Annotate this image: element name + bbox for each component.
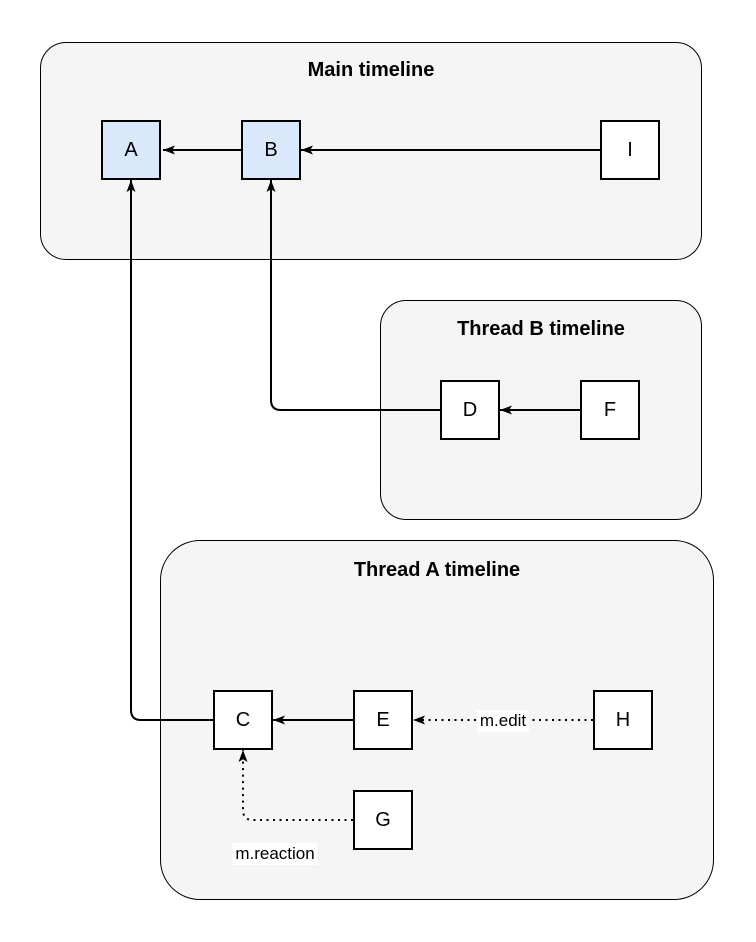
edge-label-m-edit: m.edit: [476, 710, 530, 732]
event-node-f-label: F: [603, 398, 617, 421]
event-node-c: C: [213, 690, 273, 750]
event-node-c-label: C: [235, 708, 251, 731]
event-node-e-label: E: [376, 708, 390, 731]
event-node-b: B: [241, 120, 301, 180]
main-timeline-title: Main timeline: [307, 59, 435, 81]
event-node-a: A: [101, 120, 161, 180]
thread-a-timeline-title: Thread A timeline: [353, 559, 521, 581]
event-node-g: G: [353, 790, 413, 850]
event-node-d-label: D: [462, 398, 478, 421]
event-node-e: E: [353, 690, 413, 750]
thread-b-timeline-box: Thread B timeline: [380, 300, 702, 520]
thread-b-timeline-title: Thread B timeline: [457, 318, 625, 340]
event-node-f: F: [580, 380, 640, 440]
event-node-b-label: B: [264, 138, 278, 161]
event-node-h-label: H: [615, 708, 631, 731]
event-node-i: I: [600, 120, 660, 180]
event-node-g-label: G: [375, 808, 391, 831]
event-node-i-label: I: [627, 138, 633, 161]
event-node-h: H: [593, 690, 653, 750]
edge-label-m-reaction: m.reaction: [232, 843, 318, 865]
event-node-d: D: [440, 380, 500, 440]
event-node-a-label: A: [124, 138, 138, 161]
